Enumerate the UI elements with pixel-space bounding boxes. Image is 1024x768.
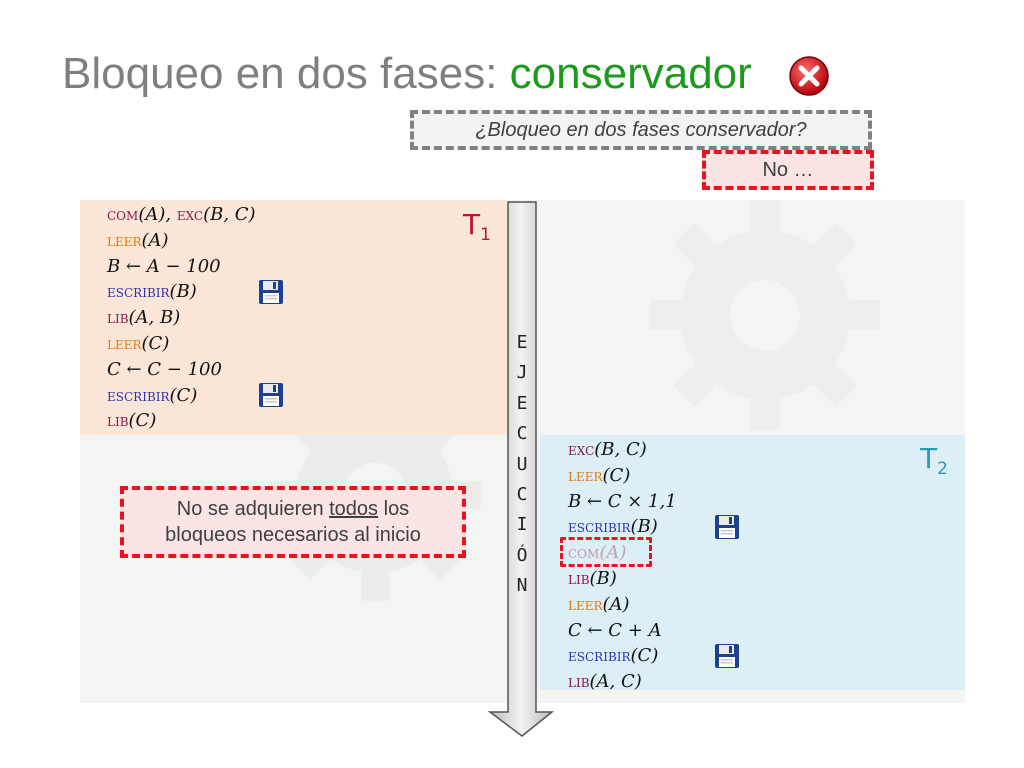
operation-keyword: escribir [568,517,631,538]
operation-argument: (A, C) [589,671,642,693]
operation-argument: (C) [128,410,157,432]
operation-keyword: lib [568,672,590,693]
operation-line: lib(B) [568,566,677,592]
operation-line: lib(A, C) [568,669,677,695]
execution-letter: U [516,453,528,475]
operation-argument: (A) [602,593,630,615]
t1-panel [80,200,508,435]
operation-keyword: leer [568,594,603,615]
operation-argument: (A) [141,229,169,251]
operation-argument: (B, C) [594,439,647,460]
answer-box: No … [702,150,874,190]
operation-argument: (C) [630,645,659,667]
floppy-disk-icon [714,514,740,540]
execution-letter: E [516,392,528,414]
note-line-2: bloqueos necesarios al inicio [165,524,421,546]
operation-argument: (C) [169,384,198,406]
operation-line: leer(A) [107,228,256,254]
operation-argument: C ← C + A [568,619,662,641]
operation-line: lib(C) [107,408,256,434]
title-main: Bloqueo en dos fases: [62,49,510,98]
execution-letter: I [516,514,528,536]
operation-argument: (B) [589,567,617,589]
page-title: Bloqueo en dos fases: conservador [62,46,752,102]
execution-letter: Ó [516,544,528,566]
operation-keyword: exc [568,440,595,460]
operation-argument: (B, C) [203,204,256,225]
close-icon [789,56,829,96]
operation-keyword: escribir [568,646,631,667]
operation-argument: (C) [141,332,170,354]
operation-keyword: lib [568,568,590,589]
operation-line: leer(C) [107,331,256,357]
operation-line: B ← C × 1,1 [568,489,677,515]
operation-keyword: lib [107,411,129,432]
execution-letter: E [516,332,528,353]
operation-keyword: leer [568,465,603,486]
operation-line: com(A) [568,540,677,566]
note-line-1: No se adquieren todos los [176,498,410,520]
operation-argument: (B) [169,281,197,303]
floppy-disk-icon [714,643,740,669]
execution-letter: C [516,483,528,505]
t2-label: T2 [920,442,948,480]
execution-arrow [488,201,554,737]
operation-line: C ← C − 100 [107,357,256,383]
operation-keyword: exc [176,205,204,225]
operation-line: C ← C + A [568,618,677,644]
execution-letter: N [516,575,528,597]
operation-line: com(A), exc(B, C) [107,202,256,228]
operation-argument: B ← C × 1,1 [568,490,677,512]
operation-argument: (B) [630,516,658,538]
operation-keyword: com [107,205,139,225]
operation-keyword: com [568,543,600,564]
title-accent: conservador [509,49,752,98]
execution-letter: C [516,423,528,445]
operation-line: escribir(C) [568,643,677,669]
operation-line: lib(A, B) [107,305,256,331]
operation-line: escribir(C) [107,383,256,409]
operation-keyword: leer [107,230,142,251]
operation-line: leer(A) [568,592,677,618]
operation-argument: B ← A − 100 [107,255,221,277]
operation-line: exc(B, C) [568,437,677,463]
operation-argument: (A), [138,204,177,225]
operation-line: leer(C) [568,463,677,489]
execution-letter: J [516,362,528,384]
operation-keyword: leer [107,333,142,354]
floppy-disk-icon [258,279,284,305]
com-highlight-box [560,537,652,567]
t2-panel [540,435,965,690]
operation-argument: (A, B) [128,307,181,329]
question-box: ¿Bloqueo en dos fases conservador? [410,110,872,150]
operation-argument: C ← C − 100 [107,358,222,380]
operation-keyword: escribir [107,385,170,406]
operation-line: escribir(B) [568,514,677,540]
operation-argument: (C) [602,464,631,486]
operation-line: B ← A − 100 [107,254,256,280]
operation-keyword: lib [107,308,129,329]
operation-keyword: escribir [107,282,170,303]
floppy-disk-icon [258,382,284,408]
operation-argument: (A) [599,542,627,564]
note-box: No se adquieren todos los bloqueos neces… [120,486,466,558]
t1-label: T1 [463,208,491,246]
operation-line: escribir(B) [107,279,256,305]
gear-watermark-icon [650,200,880,430]
